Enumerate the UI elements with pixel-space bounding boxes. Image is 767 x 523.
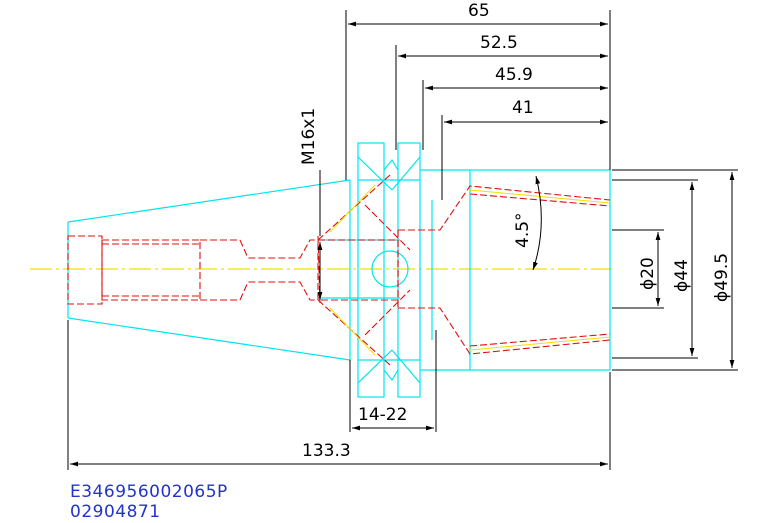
dim-41: 41 bbox=[512, 98, 534, 118]
part-number: E346956002065P bbox=[70, 482, 228, 502]
dim-52-5: 52.5 bbox=[480, 33, 518, 53]
dim-dia-49-5: ϕ49.5 bbox=[712, 253, 732, 302]
tool-holder-outline bbox=[67, 142, 611, 398]
dim-angle-4-5: 4.5° bbox=[513, 212, 533, 248]
serial-number: 02904871 bbox=[70, 502, 161, 522]
dimension-lines bbox=[67, 10, 738, 470]
dim-thread-m16x1: M16x1 bbox=[299, 108, 319, 165]
dim-45-9: 45.9 bbox=[495, 65, 533, 85]
dim-range-14-22: 14-22 bbox=[358, 405, 407, 425]
dim-dia-44: ϕ44 bbox=[672, 259, 692, 292]
dim-65: 65 bbox=[468, 1, 490, 21]
dim-133-3: 133.3 bbox=[302, 441, 351, 461]
dim-dia-20: ϕ20 bbox=[638, 257, 658, 290]
hidden-lines bbox=[67, 174, 611, 366]
